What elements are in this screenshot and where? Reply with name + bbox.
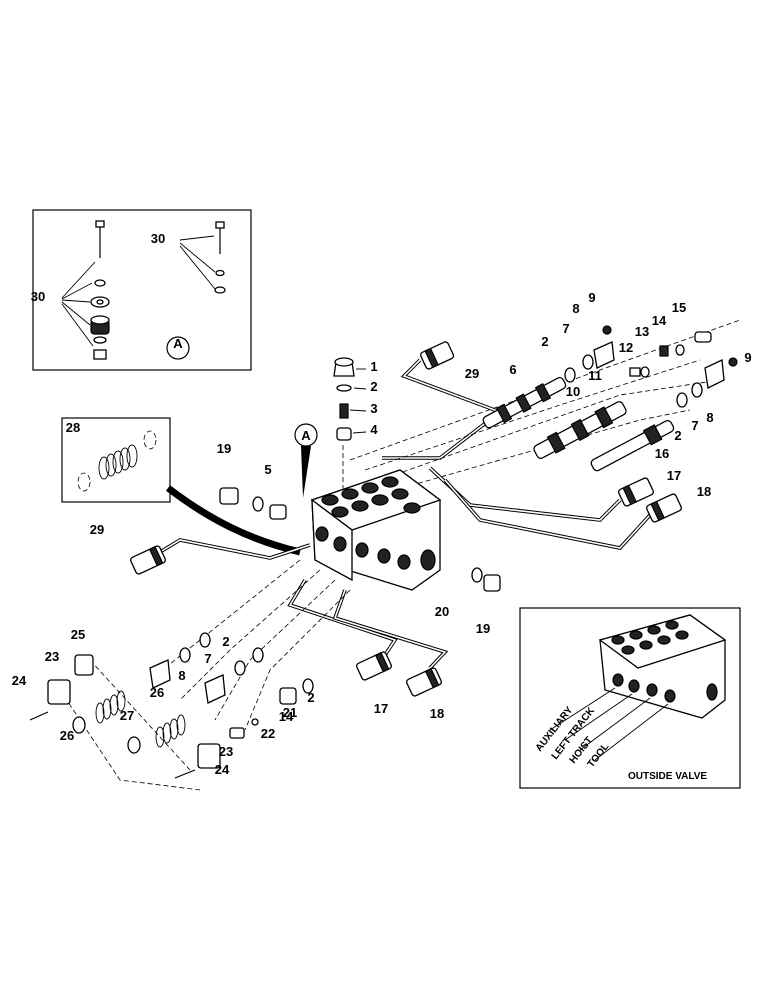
callout-30: 30: [151, 231, 165, 246]
control-valve-body: [310, 469, 442, 591]
ref-mark-A: A: [301, 428, 311, 443]
inset-a-hardware: [32, 209, 252, 371]
inset-caption: OUTSIDE VALVE: [628, 771, 707, 782]
callout-14: 14: [652, 313, 667, 328]
callout-13: 13: [635, 324, 649, 339]
callout-23: 23: [45, 649, 59, 664]
callout-29: 29: [90, 522, 104, 537]
ref-pointer: [301, 446, 311, 498]
callout-2: 2: [222, 634, 229, 649]
callout-24: 24: [215, 762, 230, 777]
callout-17: 17: [374, 701, 388, 716]
ref-mark-A: A: [173, 336, 183, 351]
callout-28: 28: [66, 420, 80, 435]
callout-10: 10: [566, 384, 580, 399]
callout-19: 19: [217, 441, 231, 456]
callout-21: 21: [283, 705, 297, 720]
callout-12: 12: [619, 340, 633, 355]
callout-7: 7: [562, 321, 569, 336]
pressure-switches: [130, 341, 682, 697]
callout-7: 7: [691, 418, 698, 433]
callout-16: 16: [655, 446, 669, 461]
valve-spools: [482, 376, 675, 472]
right-seals-and-fittings: [564, 325, 738, 408]
callout-9: 9: [744, 350, 751, 365]
reference-marks: AA: [173, 336, 318, 498]
callout-15: 15: [672, 300, 686, 315]
callout-18: 18: [430, 706, 444, 721]
callout-22: 22: [261, 726, 275, 741]
callout-6: 6: [509, 362, 516, 377]
outside-valve-inset: [519, 607, 741, 789]
top-plug-stack: [333, 357, 367, 441]
callout-8: 8: [178, 668, 185, 683]
callout-30: 30: [31, 289, 45, 304]
callout-26: 26: [60, 728, 74, 743]
callout-26: 26: [150, 685, 164, 700]
callout-27: 27: [120, 708, 134, 723]
callout-9: 9: [588, 290, 595, 305]
callout-3: 3: [370, 401, 377, 416]
assembly-lines: [59, 319, 741, 791]
part-callouts: 1234567892101112131415987216171819282929…: [12, 231, 752, 777]
callout-20: 20: [435, 604, 449, 619]
callout-1: 1: [370, 359, 377, 374]
callout-18: 18: [697, 484, 711, 499]
callout-24: 24: [12, 673, 27, 688]
callout-4: 4: [370, 422, 378, 437]
callout-14: 14: [279, 709, 294, 724]
callout-25: 25: [71, 627, 85, 642]
callout-5: 5: [264, 462, 271, 477]
callout-11: 11: [588, 368, 602, 383]
callout-19: 19: [476, 621, 490, 636]
callout-8: 8: [572, 301, 579, 316]
callout-2: 2: [674, 428, 681, 443]
relief-valve-parts: [29, 487, 501, 779]
callout-17: 17: [667, 468, 681, 483]
callout-23: 23: [219, 744, 233, 759]
callout-8: 8: [706, 410, 713, 425]
callout-2: 2: [370, 379, 377, 394]
inset-28-spring: [61, 417, 301, 556]
callout-29: 29: [465, 366, 479, 381]
callout-2: 2: [307, 690, 314, 705]
callout-7: 7: [204, 651, 211, 666]
callout-2: 2: [541, 334, 548, 349]
